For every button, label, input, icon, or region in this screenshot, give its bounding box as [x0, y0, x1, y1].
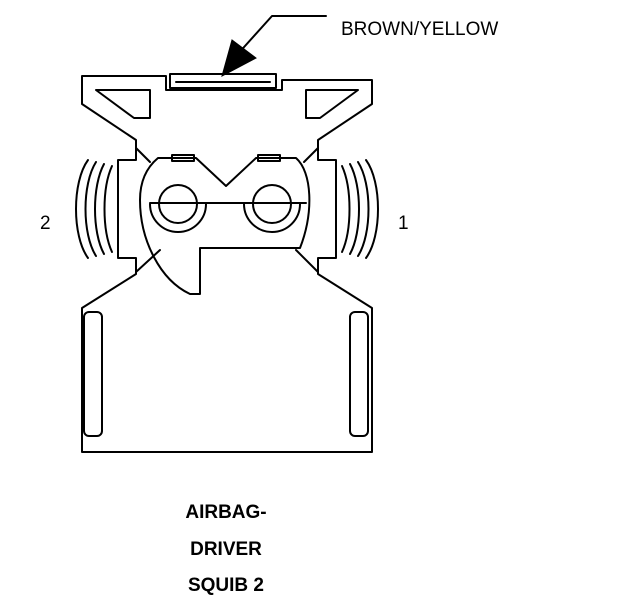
right-corner-window	[305, 89, 359, 119]
pin-1-label: 1	[398, 213, 409, 234]
right-side-slot	[349, 311, 369, 437]
terminal-cavity-1-lower-ring	[243, 203, 301, 233]
pin-2-label: 2	[40, 213, 51, 234]
left-side-slot	[83, 311, 103, 437]
connector-title-line-3: SQUIB 2	[188, 575, 264, 596]
right-latch-rib-outer	[365, 159, 379, 259]
right-latch-rib-4	[341, 165, 351, 253]
callout-arrowhead	[221, 39, 257, 77]
housing-edge-bottom-right	[295, 249, 319, 273]
housing-edge-bottom-left	[135, 249, 161, 273]
housing-edge-top-right	[303, 147, 319, 163]
left-corner-window	[95, 89, 151, 119]
housing-edge-top-left	[135, 147, 151, 163]
right-latch-rib-2	[357, 161, 370, 257]
callout-leader-line	[235, 15, 327, 57]
terminal-cavity-1	[252, 184, 292, 224]
connector-title-line-2: DRIVER	[190, 539, 262, 560]
right-latch-rib-3	[349, 163, 360, 255]
connector-body-outline	[81, 75, 373, 453]
wire-color-label: BROWN/YELLOW	[341, 19, 498, 40]
left-latch-rib-4	[103, 165, 113, 253]
left-latch-rib-2	[84, 161, 97, 257]
connector-title-line-1: AIRBAG-	[185, 502, 266, 523]
left-latch-rib-outer	[75, 159, 89, 259]
terminal-cavity-2	[158, 184, 198, 224]
terminal-cavity-2-lower-ring	[149, 203, 207, 233]
pin-housing	[139, 157, 311, 295]
left-latch-rib-3	[94, 163, 105, 255]
